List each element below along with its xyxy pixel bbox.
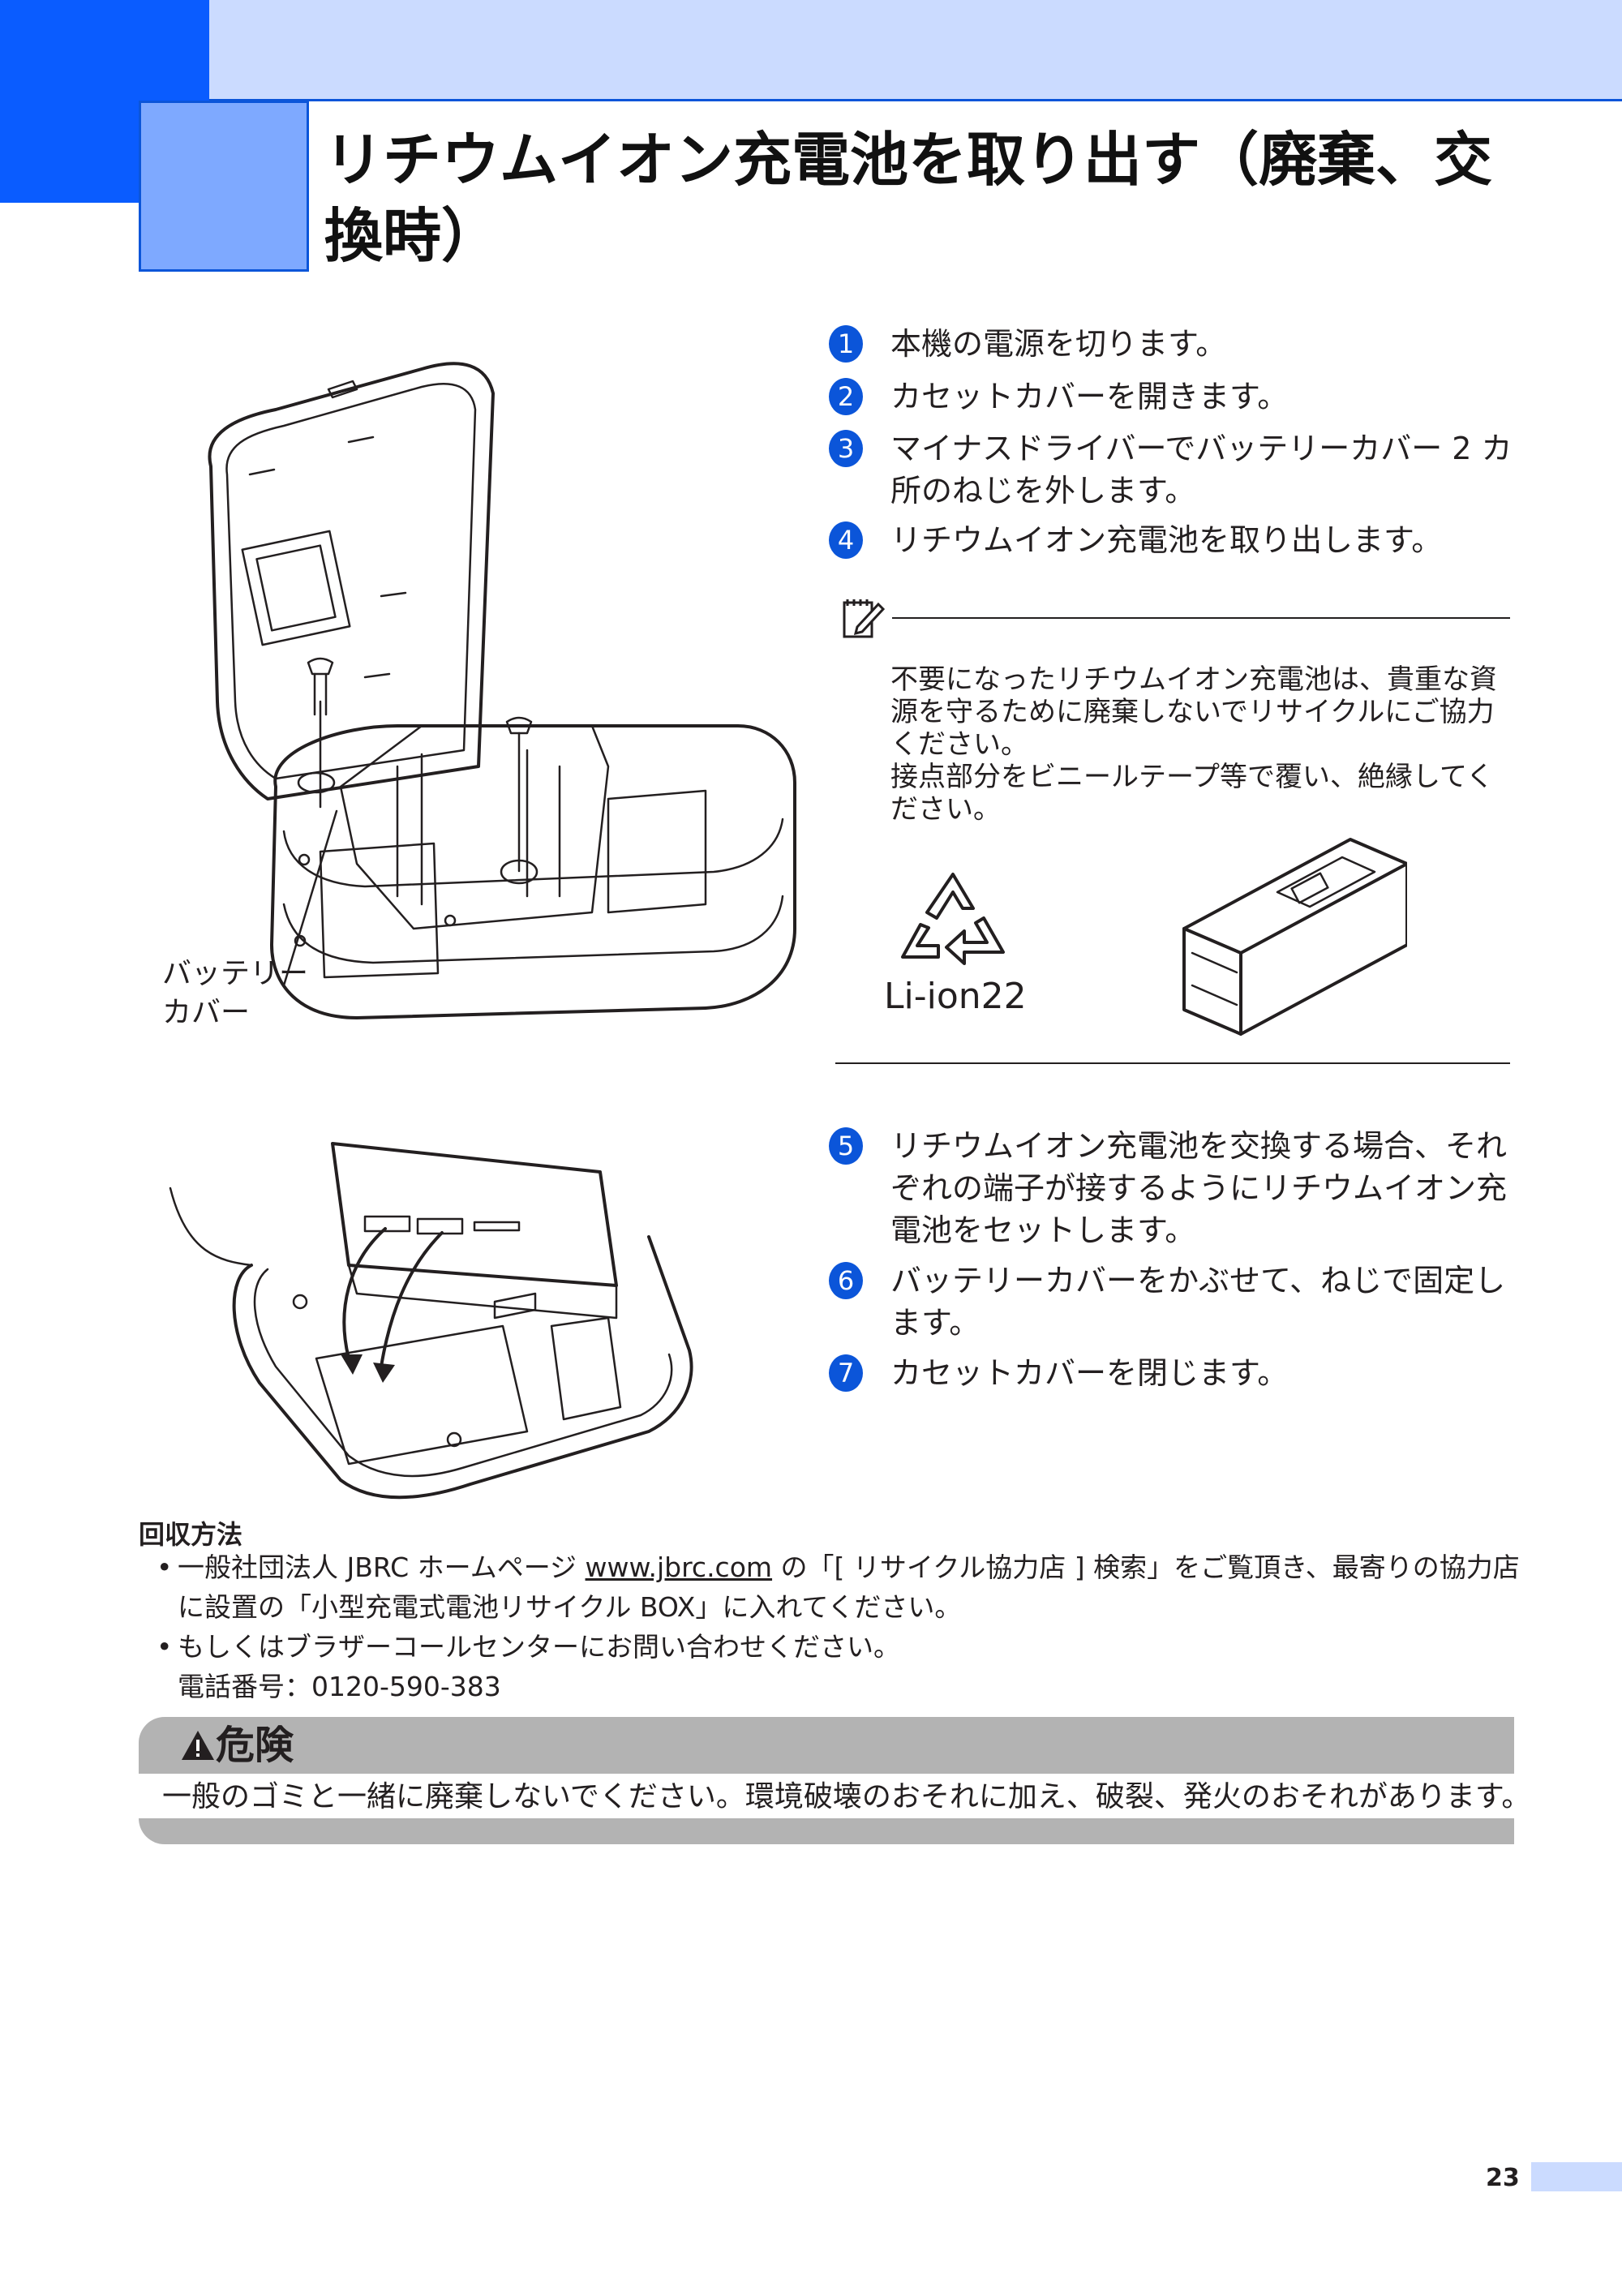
step-number: 7	[829, 1354, 863, 1392]
step-5: 5 リチウムイオン充電池を交換する場合、それぞれの端子が接するようにリチウムイオ…	[829, 1125, 1526, 1251]
step-number: 6	[829, 1262, 863, 1299]
danger-label: 危険	[180, 1719, 294, 1771]
danger-header-bar	[139, 1717, 1514, 1774]
header-title-marker	[139, 101, 309, 272]
recovery-heading: 回収方法	[139, 1519, 243, 1550]
step-text: リチウムイオン充電池を交換する場合、それぞれの端子が接するようにリチウムイオン充…	[890, 1128, 1508, 1248]
battery-illustration	[1182, 838, 1407, 1036]
step-3: 3 マイナスドライバーでバッテリーカバー 2 カ所のねじを外します。	[829, 427, 1526, 512]
memo-pencil-icon	[843, 599, 886, 638]
step-number: 5	[829, 1127, 863, 1165]
step-text: カセットカバーを開きます。	[890, 379, 1289, 414]
step-text: バッテリーカバーをかぶせて、ねじで固定します。	[890, 1263, 1506, 1341]
recovery-bullet-callcenter: もしくはブラザーコールセンターにお問い合わせください。電話番号：0120-590…	[157, 1627, 1535, 1706]
battery-cover-callout: バッテリーカバー	[162, 957, 309, 1029]
danger-footer-bar	[139, 1818, 1514, 1844]
step-text: 本機の電源を切ります。	[890, 326, 1227, 362]
note-text-insulate: 接点部分をビニールテープ等で覆い、絶縁してください。	[890, 761, 1494, 826]
bullet-text: 一般社団法人 JBRC ホームページ	[178, 1551, 586, 1583]
recycle-icon	[901, 873, 1005, 965]
warning-triangle-icon	[182, 1731, 214, 1760]
step-7: 7 カセットカバーを閉じます。	[829, 1352, 1526, 1394]
printer-open-cover-illustration	[208, 362, 796, 1019]
step-2: 2 カセットカバーを開きます。	[829, 376, 1526, 418]
note-text: 不要になったリチウムイオン充電池は、貴重な資源を守るために廃棄しないでリサイクル…	[890, 663, 1507, 826]
page-number: 23	[1486, 2164, 1520, 2192]
note-text-recycle: 不要になったリチウムイオン充電池は、貴重な資源を守るために廃棄しないでリサイクル…	[890, 663, 1497, 761]
header-rule	[209, 99, 1622, 101]
step-text: マイナスドライバーでバッテリーカバー 2 カ所のねじを外します。	[890, 431, 1513, 509]
step-number: 3	[829, 430, 863, 467]
bullet-text: の「[ リサイクル協力店 ] 検索」をご覧頂き、最寄りの協力店に設置の「小型充電…	[178, 1551, 1520, 1623]
step-number: 2	[829, 378, 863, 415]
step-text: リチウムイオン充電池を取り出します。	[890, 522, 1443, 558]
header-band	[0, 0, 1622, 101]
danger-text: 一般のゴミと一緒に廃棄しないでください。環境破壊のおそれに加え、破裂、発火のおそ…	[162, 1780, 1531, 1813]
note-top-rule	[892, 617, 1510, 619]
note-bottom-rule	[835, 1062, 1510, 1064]
step-number: 4	[829, 521, 863, 559]
recovery-list: 一般社団法人 JBRC ホームページ www.jbrc.com の「[ リサイク…	[157, 1547, 1535, 1706]
step-text: カセットカバーを閉じます。	[890, 1355, 1289, 1391]
step-1: 1 本機の電源を切ります。	[829, 323, 1526, 365]
phone-number: 電話番号：0120-590-383	[178, 1671, 501, 1702]
recycle-label: Li-ion22	[884, 976, 1027, 1017]
recovery-bullet-jbrc: 一般社団法人 JBRC ホームページ www.jbrc.com の「[ リサイク…	[157, 1547, 1535, 1627]
jbrc-link[interactable]: www.jbrc.com	[585, 1551, 773, 1583]
step-number: 1	[829, 325, 863, 363]
battery-insertion-illustration	[169, 1142, 693, 1500]
step-4: 4 リチウムイオン充電池を取り出します。	[829, 519, 1526, 561]
page-tab	[1531, 2162, 1622, 2191]
step-6: 6 バッテリーカバーをかぶせて、ねじで固定します。	[829, 1260, 1526, 1344]
page-title: リチウムイオン充電池を取り出す（廃棄、交換時）	[324, 126, 1493, 270]
bullet-text: もしくはブラザーコールセンターにお問い合わせください。	[178, 1631, 900, 1663]
danger-label-text: 危険	[216, 1723, 294, 1768]
